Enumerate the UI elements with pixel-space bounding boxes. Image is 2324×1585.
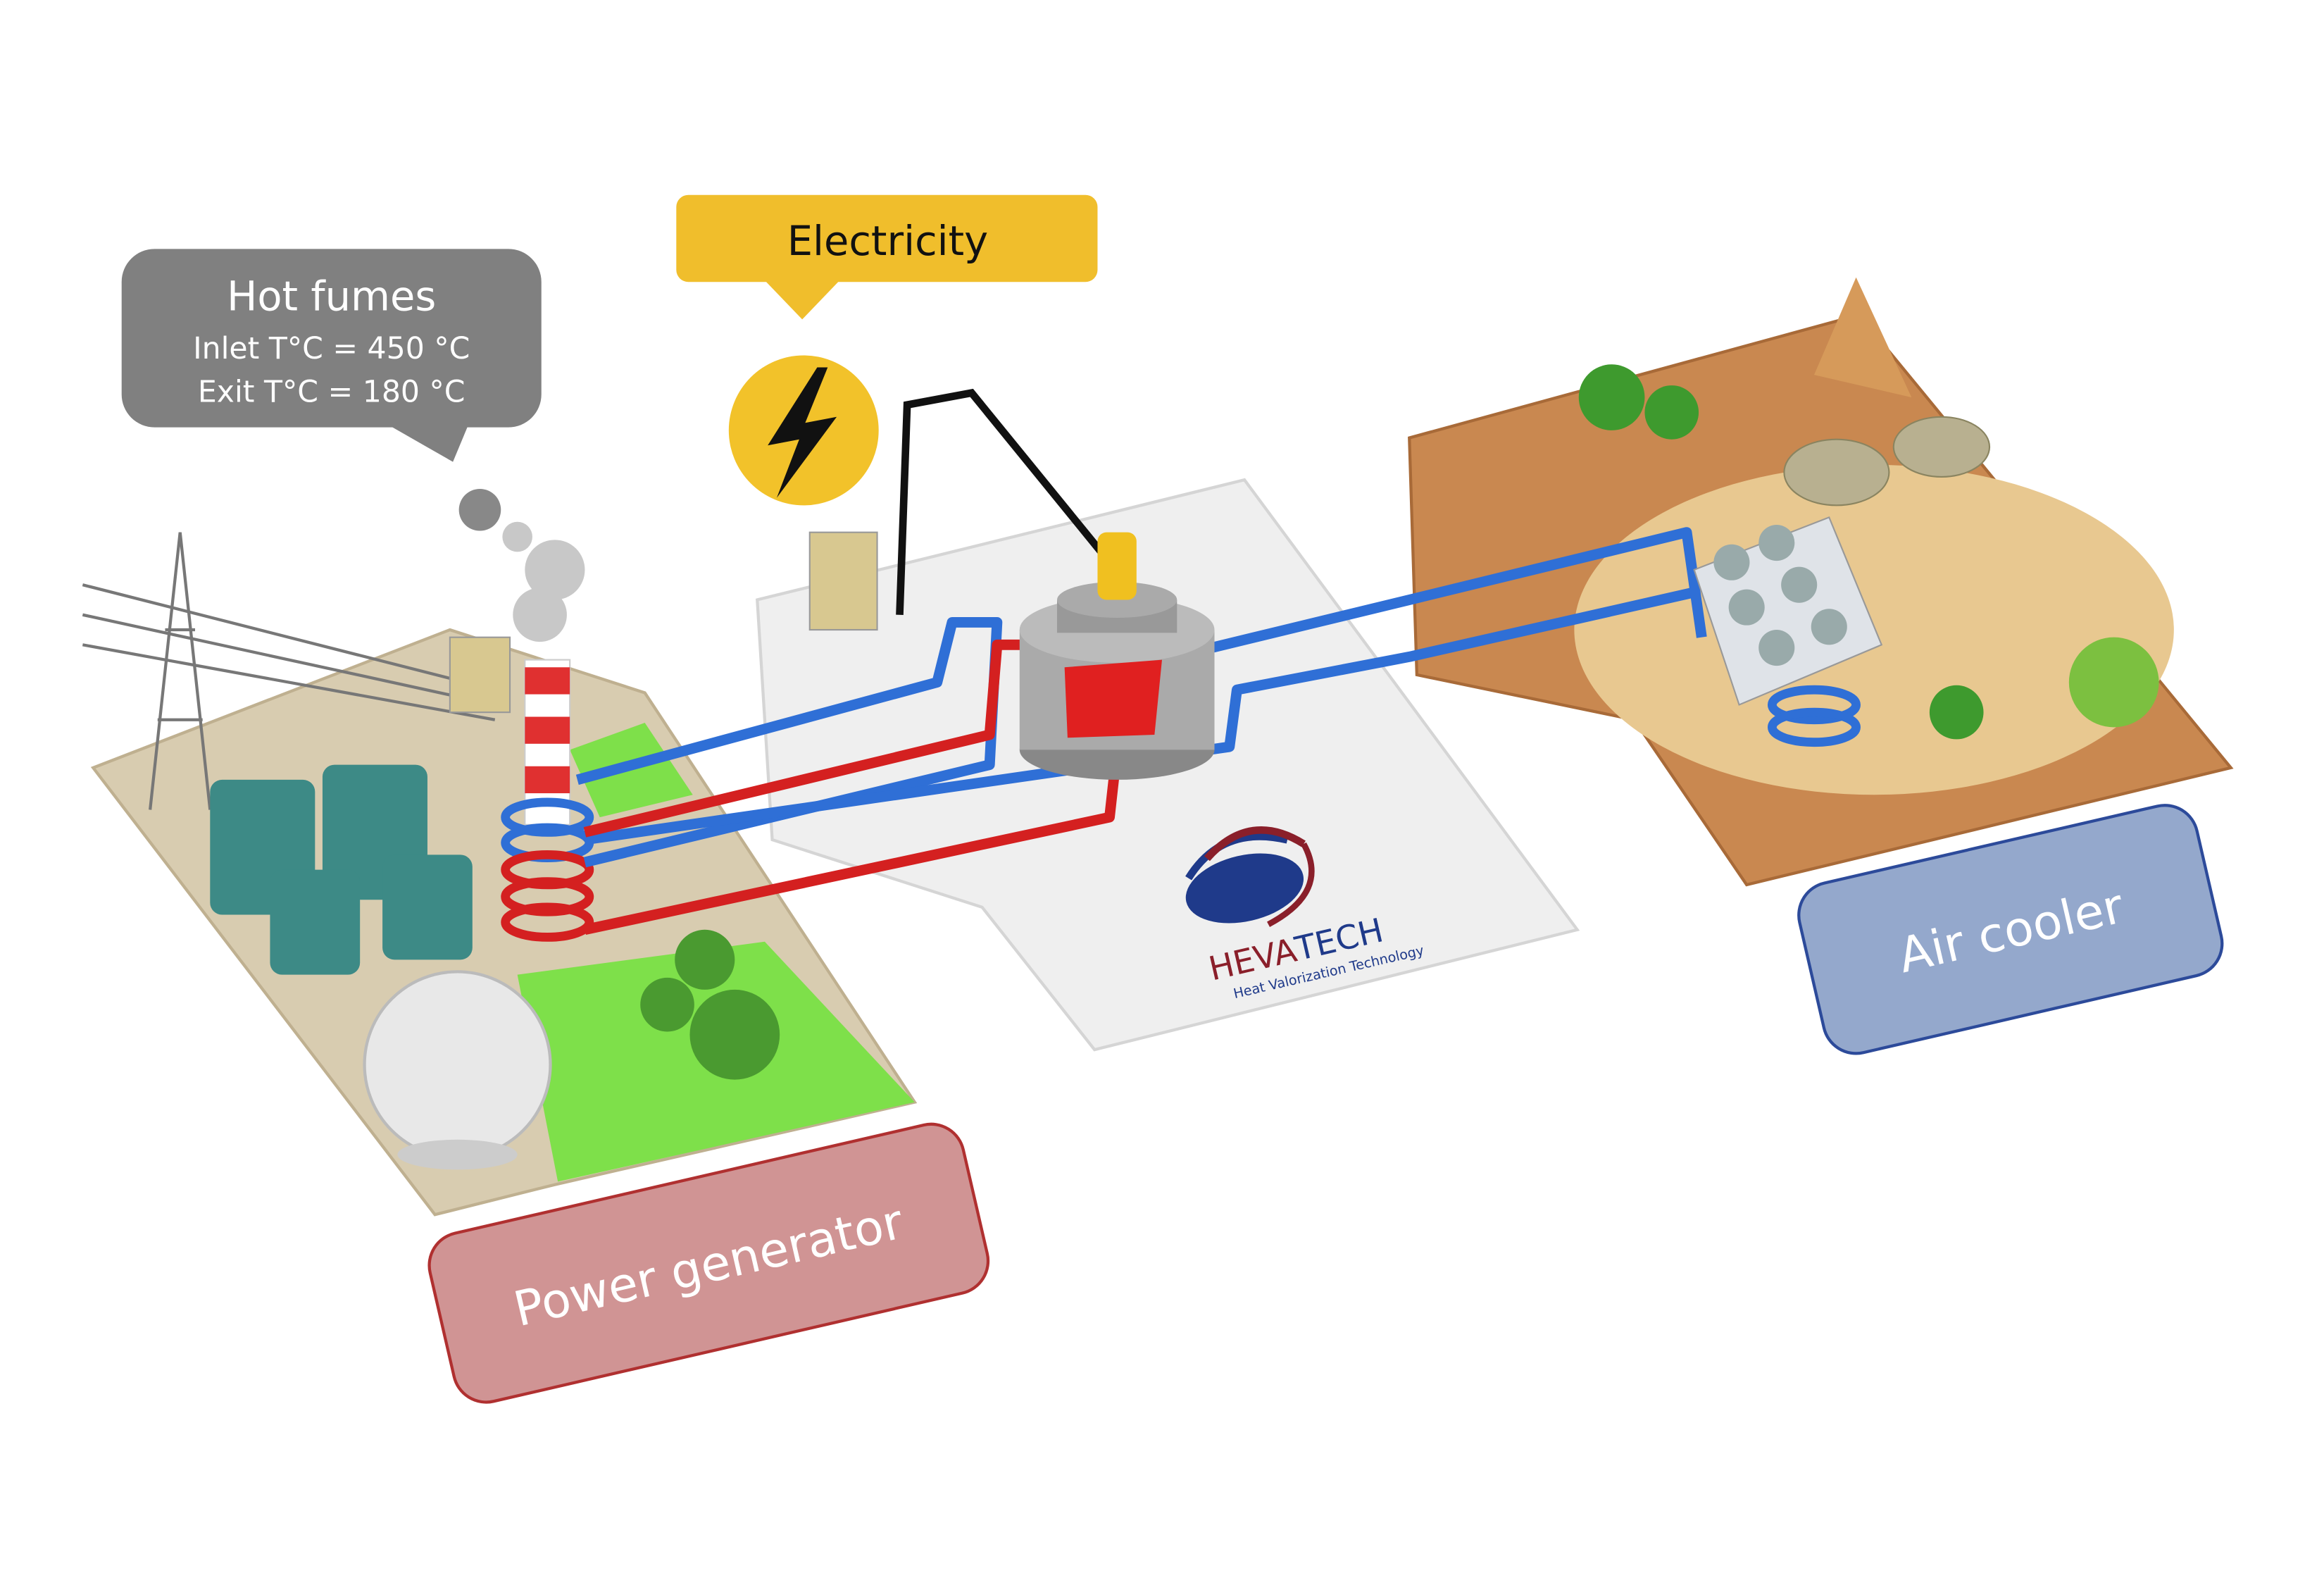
palm-trees — [1578, 364, 2159, 740]
inlet-temperature: Inlet T°C = 450 °C — [193, 331, 470, 366]
hot-fumes-title: Hot fumes — [227, 273, 436, 321]
control-cabinet-center — [808, 531, 878, 631]
air-cooler-unit — [1693, 516, 1883, 747]
power-pylon — [82, 532, 496, 810]
hot-fumes-callout: Hot fumes Inlet T°C = 450 °C Exit T°C = … — [121, 249, 542, 462]
exit-temperature: Exit T°C = 180 °C — [198, 374, 466, 409]
heat-exchanger-coil — [501, 797, 594, 942]
chimney — [524, 659, 571, 826]
hevatech-reactor — [1019, 532, 1215, 780]
storage-dome — [363, 970, 552, 1170]
rocks — [1813, 277, 1912, 398]
electricity-callout: Electricity — [676, 194, 1098, 320]
oil-tanks — [1783, 416, 1991, 506]
air-cooler-label-box: Air cooler — [1797, 804, 2224, 1055]
trees — [640, 929, 780, 1080]
control-cabinet-left — [449, 636, 511, 714]
smoke — [458, 488, 585, 642]
lightning-icon — [728, 355, 879, 506]
electricity-label: Electricity — [787, 218, 988, 265]
power-generator-label-box: Power generator — [427, 1122, 990, 1404]
generator-engines — [210, 764, 473, 975]
electric-cable — [896, 388, 1113, 615]
blue-pipes — [575, 527, 1707, 868]
